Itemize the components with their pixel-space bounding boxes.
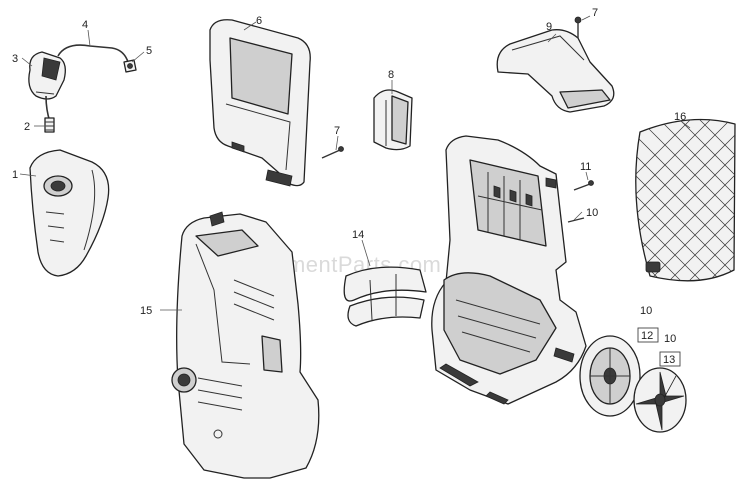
part-1-handle-cover [29, 149, 110, 277]
callout-13: 13 [663, 354, 675, 366]
part-14-hose-guide [343, 266, 427, 327]
part-wheel [579, 335, 641, 417]
callout-4: 4 [82, 19, 88, 31]
callout-14: 14 [352, 229, 364, 241]
part-6-handle-frame [209, 19, 311, 187]
part-7-screw-a [321, 146, 344, 159]
callout-10-b: 10 [640, 305, 652, 317]
callout-3: 3 [12, 53, 18, 65]
callout-7-b: 7 [592, 7, 598, 19]
part-hubcap [633, 367, 687, 433]
part-8-clip [373, 89, 413, 151]
leader-lines [19, 15, 691, 311]
callout-9: 9 [546, 21, 552, 33]
callout-8: 8 [388, 69, 394, 81]
callout-5: 5 [146, 45, 152, 57]
callout-12-box [637, 327, 659, 343]
callout-10-a: 10 [586, 207, 598, 219]
chassis-frame [431, 135, 587, 405]
callout-16: 16 [674, 111, 686, 123]
callout-13-box [659, 351, 681, 367]
callout-2: 2 [24, 121, 30, 133]
part-16-filter-net [635, 118, 736, 282]
part-5-connector [123, 59, 137, 73]
part-15-housing [171, 211, 320, 479]
callout-10-c: 10 [664, 333, 676, 345]
callout-12: 12 [641, 330, 653, 342]
part-9-top-cover [496, 29, 615, 113]
part-3-gun-holder [28, 51, 66, 100]
callout-7-a: 7 [334, 125, 340, 137]
part-2-fitting [44, 117, 55, 133]
part-11-screw [573, 180, 594, 191]
callout-1: 1 [12, 169, 18, 181]
callout-15: 15 [140, 305, 152, 317]
callout-11: 11 [580, 161, 591, 173]
part-10-pin [567, 217, 585, 223]
part-7-screw-b [574, 16, 582, 38]
callout-6: 6 [256, 15, 262, 27]
callout-numbers: 1 2 3 4 5 6 7 7 8 9 10 10 10 11 12 13 14… [12, 7, 686, 367]
